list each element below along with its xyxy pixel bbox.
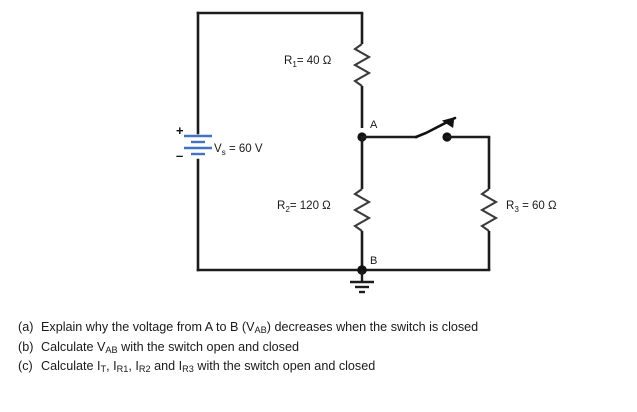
question-c-sub-r3: R3 (182, 364, 194, 375)
resistor-r2 (352, 137, 372, 270)
resistor-r1-label: R1= 40 Ω (284, 55, 332, 69)
ground-icon (350, 270, 374, 294)
spst-switch-open-icon[interactable] (360, 116, 457, 142)
battery-minus-sign: – (176, 148, 183, 163)
question-c-mid2: , I (128, 359, 139, 373)
resistor-r2-label: R2= 120 Ω (277, 200, 331, 214)
question-b-post: with the switch open and closed (117, 339, 299, 354)
question-c-mid3: and I (150, 359, 183, 373)
resistor-r1 (352, 13, 372, 128)
resistor-r3-label: R3 = 60 Ω (506, 200, 557, 214)
question-b-tag: (b) (18, 339, 34, 354)
question-c-sub-t: T (100, 364, 107, 375)
question-a-post: ) decreases when the switch is closed (266, 320, 479, 334)
question-b-pre: Calculate V (41, 339, 106, 354)
circuit-diagram: + – Vs = 60 V R1= 40 Ω A R2= (176, 11, 557, 294)
battery-plus-sign: + (176, 123, 184, 138)
question-c-sub-r1: R1 (116, 364, 129, 375)
question-list: (a) Explain why the voltage from A to B … (18, 318, 628, 377)
question-b-sub: AB (105, 344, 118, 355)
question-c-mid1: , I (106, 359, 117, 373)
question-c-sub-r2: R2 (138, 364, 151, 375)
question-a-text: Explain why the voltage from A to B (VAB… (41, 318, 478, 338)
question-a-tag: (a) (18, 320, 34, 334)
question-c-pre: Calculate I (41, 359, 101, 373)
question-b-text: Calculate VAB with the switch open and c… (41, 338, 299, 358)
resistor-r3 (445, 135, 499, 270)
node-b-label: B (370, 255, 377, 267)
question-a-pre: Explain why the voltage from A to B (V (41, 320, 255, 334)
question-c-tag: (c) (18, 359, 33, 373)
circuit-schematic-svg: + – Vs = 60 V R1= 40 Ω A R2= (176, 11, 557, 294)
question-c-post: with the switch open and closed (193, 359, 376, 373)
question-item-c: (c) Calculate IT, IR1, IR2 and IR3 with … (18, 357, 628, 377)
battery-icon (184, 134, 212, 156)
question-item-b: (b) Calculate VAB with the switch open a… (18, 338, 628, 358)
question-a-sub: AB (254, 325, 267, 336)
node-a-label: A (370, 119, 378, 131)
question-c-text: Calculate IT, IR1, IR2 and IR3 with the … (41, 357, 375, 377)
question-item-a: (a) Explain why the voltage from A to B … (18, 318, 628, 338)
source-label: Vs = 60 V (214, 143, 263, 157)
outer-loop-wires (196, 11, 491, 272)
